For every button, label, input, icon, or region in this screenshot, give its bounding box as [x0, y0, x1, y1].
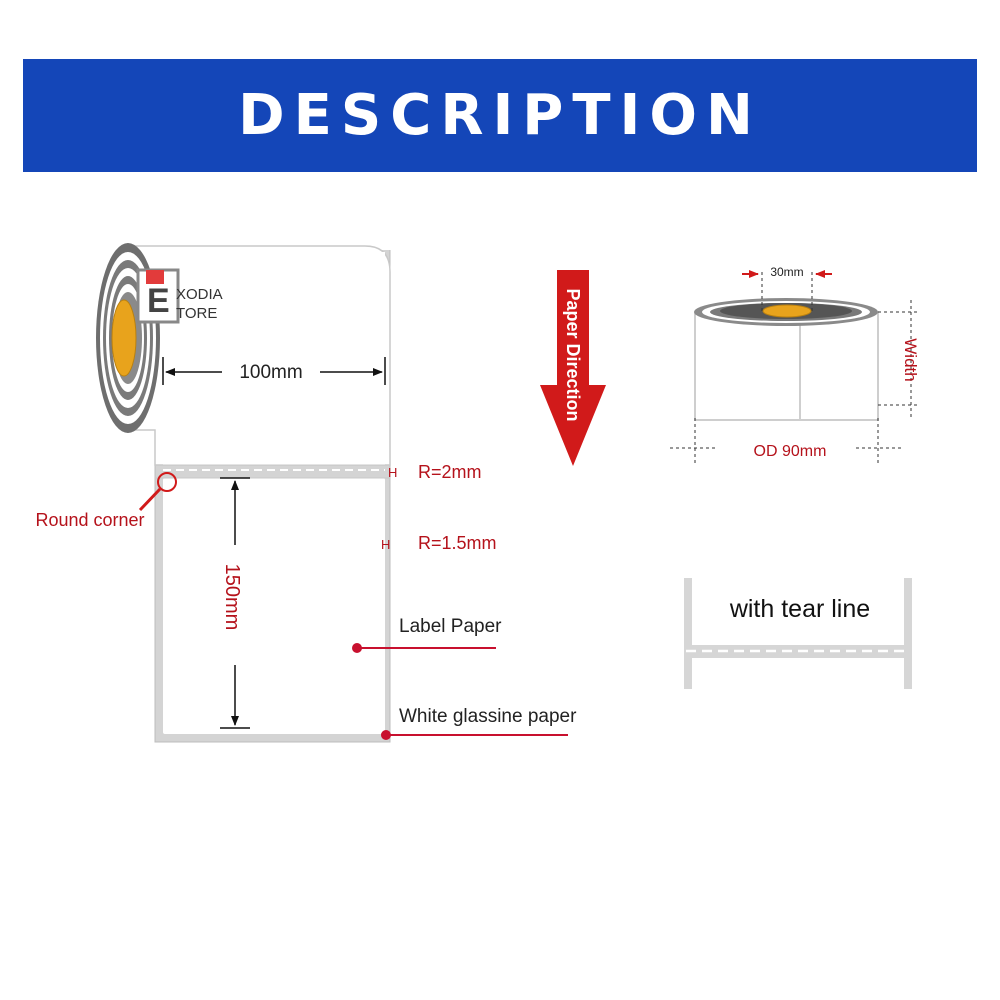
paper-direction-arrow: Paper Direction [540, 270, 606, 466]
core-label: 30mm [770, 265, 803, 279]
od-label: OD 90mm [754, 443, 827, 460]
roll-core-right [762, 304, 812, 318]
label-top [163, 252, 385, 465]
tear-line-label: with tear line [729, 595, 870, 623]
paper-direction-label: Paper Direction [563, 288, 583, 421]
r1-label: R=2mm [418, 462, 482, 482]
tear-line-sample: with tear line [684, 578, 912, 689]
svg-text:H: H [381, 537, 390, 552]
banner-title: DESCRIPTION [238, 83, 762, 148]
roll-dimensions-illustration: 30mm Width OD 90mm [670, 265, 920, 466]
width-dimension: 100mm [162, 357, 386, 385]
r2-label: R=1.5mm [418, 533, 497, 553]
glassine-callout: White glassine paper [381, 706, 577, 740]
width-label: 100mm [239, 362, 302, 383]
glassine-text: White glassine paper [399, 706, 577, 727]
store-watermark: E XODIA TORE [136, 268, 223, 324]
roll-side [694, 311, 879, 421]
radius-annotations: H R=2mm H R=1.5mm [381, 462, 497, 553]
roll-width-label: Width [901, 338, 920, 381]
roll-core [111, 299, 137, 377]
label-bottom [163, 478, 385, 734]
description-banner: DESCRIPTION [23, 59, 977, 172]
watermark-line1: XODIA [176, 286, 223, 303]
height-label: 150mm [221, 564, 243, 631]
label-paper-callout: Label Paper [352, 616, 502, 653]
round-corner-callout: Round corner [35, 472, 177, 530]
watermark-letter: E [147, 282, 170, 320]
svg-text:H: H [388, 465, 397, 480]
label-paper-text: Label Paper [399, 616, 502, 637]
height-dimension: 150mm [220, 477, 250, 729]
round-corner-label: Round corner [35, 510, 144, 530]
watermark-line2: TORE [176, 305, 217, 322]
